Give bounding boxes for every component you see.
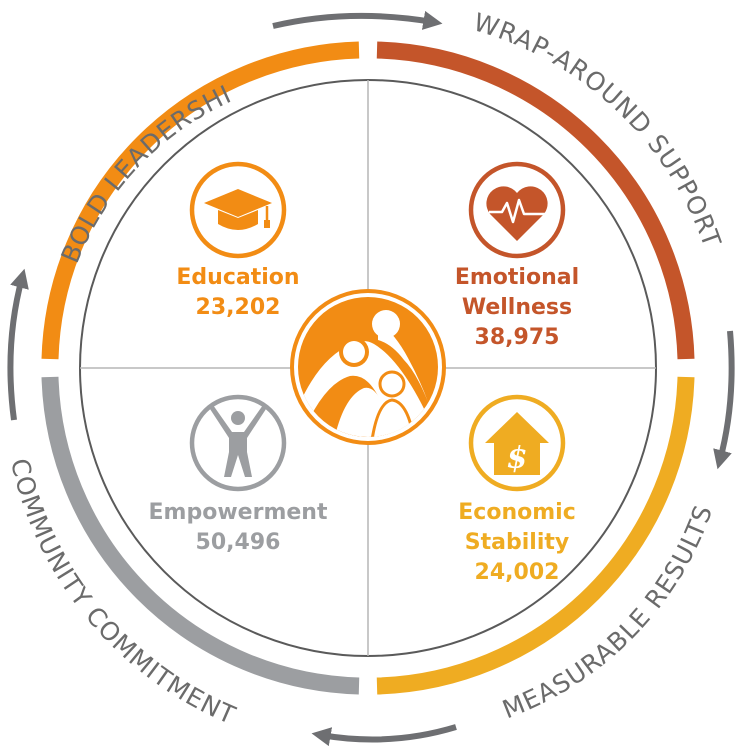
- house-dollar-icon: $: [468, 394, 566, 492]
- graduation-cap-icon: [189, 161, 287, 259]
- cycle-arrow-top: [272, 10, 443, 30]
- cycle-arrow-bottom: [311, 724, 457, 747]
- education-value: 23,202: [196, 295, 281, 320]
- emotional-wellness-title-line2: Wellness: [462, 295, 572, 320]
- education-title: Education: [176, 265, 299, 290]
- emotional-wellness-section: Emotional Wellness 38,975: [455, 161, 579, 350]
- ring-quadrant-bottom-left: [41, 376, 360, 695]
- family-icon: [290, 289, 446, 445]
- ring-quadrant-bottom-right: [376, 376, 695, 695]
- ring-quadrant-top-right: [376, 41, 695, 360]
- emotional-wellness-title-line1: Emotional: [455, 265, 579, 290]
- empowerment-value: 50,496: [196, 530, 281, 555]
- education-section: Education 23,202: [176, 161, 300, 320]
- ring-quadrant-top-left: [41, 41, 360, 360]
- economic-stability-value: 24,002: [475, 560, 560, 585]
- heartbeat-icon: [468, 161, 566, 259]
- economic-stability-title-line2: Stability: [465, 530, 569, 555]
- empowerment-title: Empowerment: [149, 500, 328, 525]
- cycle-arrow-right: [713, 330, 735, 470]
- emotional-wellness-value: 38,975: [475, 325, 560, 350]
- economic-stability-title-line1: Economic: [458, 500, 575, 525]
- empowerment-section: Empowerment 50,496: [149, 394, 328, 555]
- cycle-arrow-left: [7, 268, 29, 421]
- person-arms-raised-icon: [189, 394, 287, 492]
- economic-stability-section: $ Economic Stability 24,002: [458, 394, 576, 585]
- svg-text:$: $: [507, 441, 528, 476]
